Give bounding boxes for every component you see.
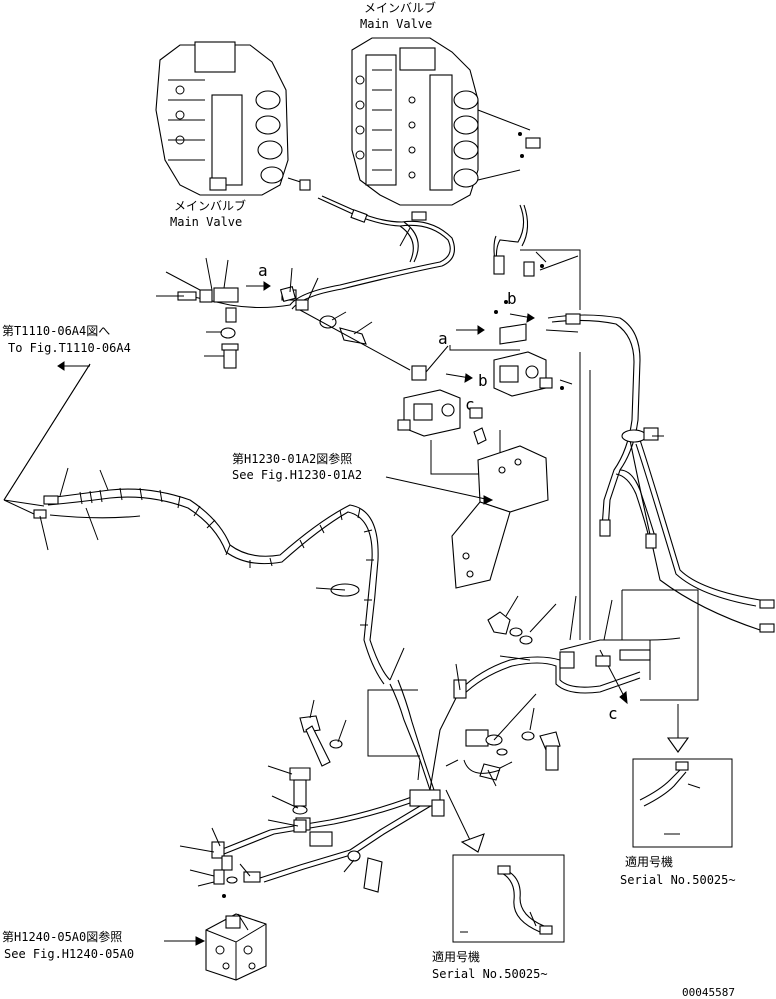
fig-t1110-en: To Fig.T1110-06A4 xyxy=(8,341,131,355)
fig-h1240-jp: 第H1240-05A0図参照 xyxy=(2,929,122,944)
serial-detail-bottom xyxy=(445,789,565,943)
mounting-bracket xyxy=(451,445,549,589)
fig-h1230-en: See Fig.H1230-01A2 xyxy=(232,468,362,482)
hose-top-loop xyxy=(184,195,455,310)
ref-a-2: a xyxy=(438,329,448,348)
solenoid-valve-cluster xyxy=(397,264,564,445)
hose-spiral-left xyxy=(33,487,391,685)
ref-c-2: c xyxy=(608,704,618,723)
fittings-bottom-left xyxy=(211,841,261,898)
cluster-leaders xyxy=(299,249,591,640)
bolts-washers-lower xyxy=(289,611,561,893)
fig-h1240-en: See Fig.H1240-05A0 xyxy=(4,947,134,961)
main-valve-left xyxy=(155,41,311,196)
ref-c-1: c xyxy=(465,395,475,414)
main-valve-left-jp: メインバルブ xyxy=(174,198,246,213)
reference-leaders xyxy=(3,361,494,946)
main-valve-top-jp: メインバルブ xyxy=(364,0,436,15)
ref-a-1: a xyxy=(258,261,268,280)
manifold-block xyxy=(205,913,267,981)
main-valve-top-en: Main Valve xyxy=(360,17,432,31)
serial-right-jp: 適用号機 xyxy=(625,854,673,869)
detail-box-c xyxy=(600,589,699,701)
callout-leaders xyxy=(39,227,664,931)
drawing-number: 00045587 xyxy=(682,986,735,999)
main-valve-left-en: Main Valve xyxy=(170,215,242,229)
fig-t1110-jp: 第T1110-06A4図へ xyxy=(2,324,110,338)
serial-bottom-en: Serial No.50025~ xyxy=(432,967,548,981)
serial-detail-right xyxy=(632,704,733,848)
ref-b-1: b xyxy=(507,289,517,308)
main-valve-top xyxy=(351,37,541,206)
serial-bottom-jp: 適用号機 xyxy=(432,949,480,964)
ref-b-2: b xyxy=(478,371,488,390)
serial-right-en: Serial No.50025~ xyxy=(620,873,736,887)
reference-arrows xyxy=(246,281,628,705)
hose-lower-main xyxy=(219,637,681,883)
hose-right-bundle xyxy=(547,314,761,631)
fig-h1230-jp: 第H1230-01A2図参照 xyxy=(232,451,352,466)
small-parts-top-left xyxy=(220,285,367,369)
